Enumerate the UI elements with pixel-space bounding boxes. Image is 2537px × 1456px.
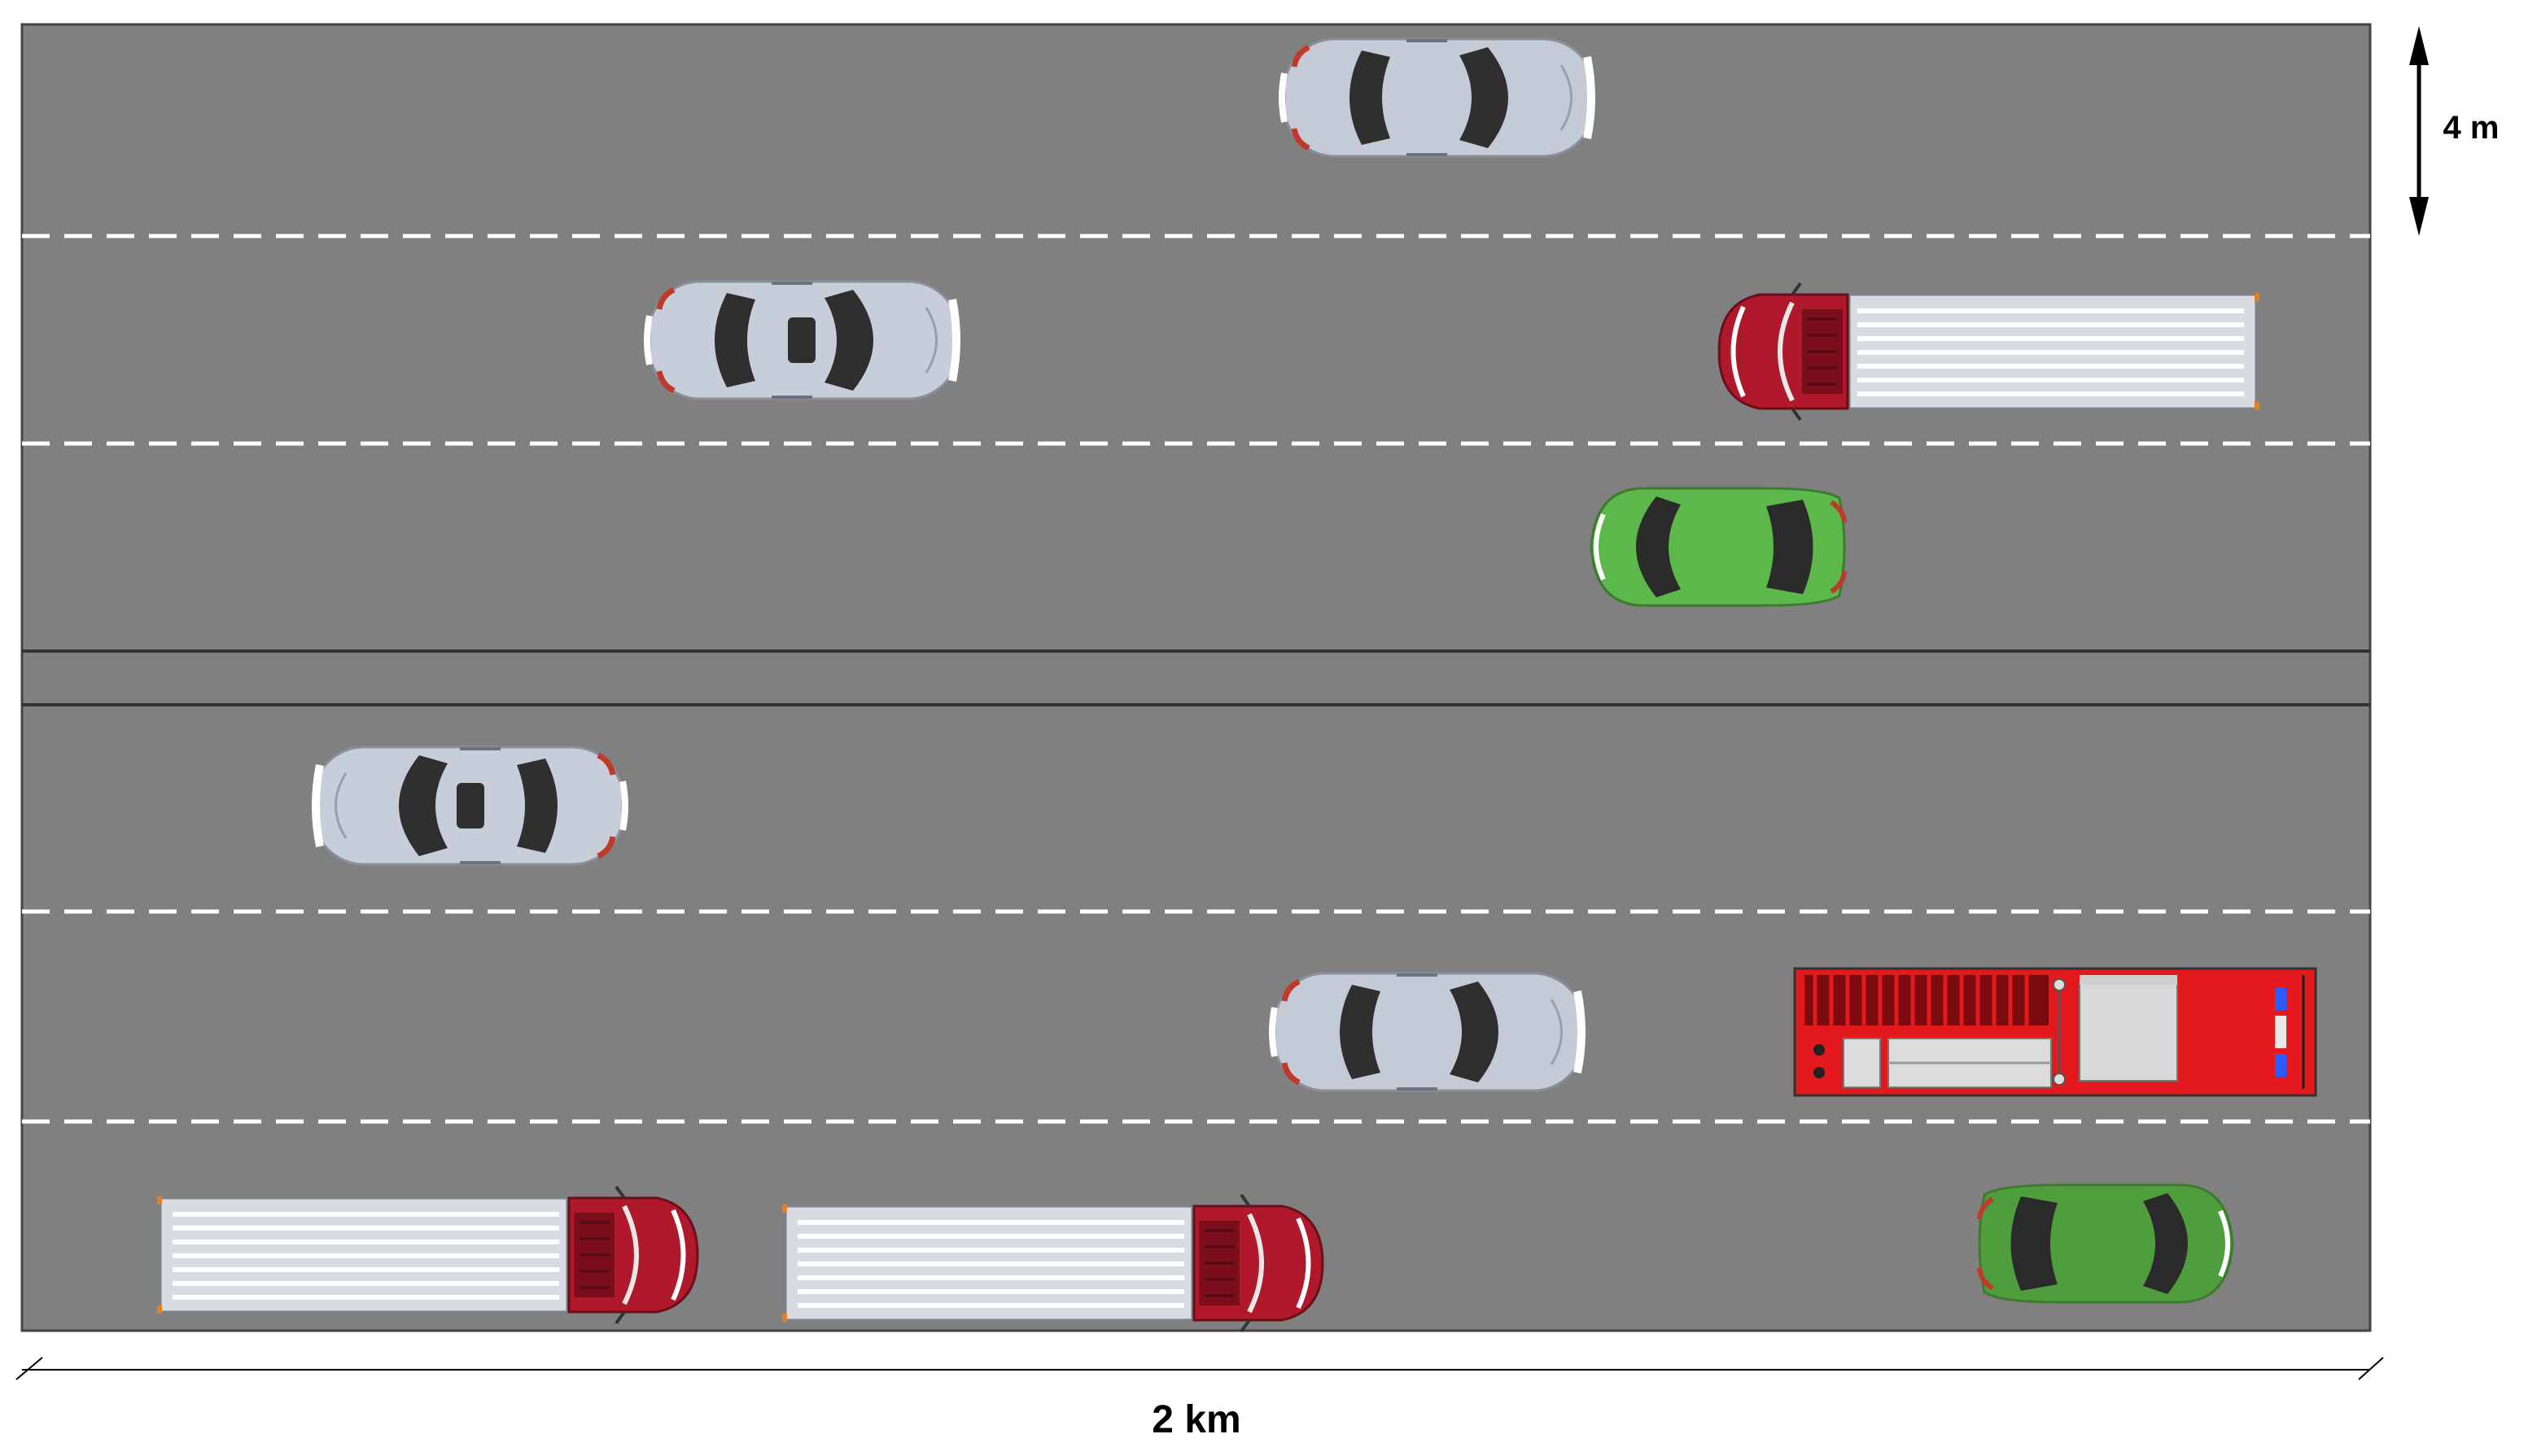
lane-width-dimension: 4 m	[2409, 26, 2499, 236]
green-hatchback	[1591, 488, 1844, 606]
silver-sedan	[1282, 39, 1594, 156]
silver-sedan	[1272, 973, 1584, 1091]
red-box-truck	[1719, 283, 2259, 420]
road-surface	[20, 23, 2372, 1332]
silver-sedan-sunroof	[313, 747, 625, 864]
arrow-up-icon	[2409, 26, 2429, 65]
arrow-down-icon	[2409, 197, 2429, 236]
road-length-dimension: 2 km	[15, 1357, 2384, 1441]
road	[20, 23, 2372, 1332]
road-length-label: 2 km	[1152, 1398, 1240, 1441]
red-box-truck	[782, 1195, 1323, 1331]
fire-truck	[1795, 968, 2316, 1095]
red-box-truck	[157, 1187, 698, 1323]
road-length-tick-right	[2358, 1357, 2384, 1380]
green-hatchback	[1979, 1185, 2233, 1302]
road-length-tick-left	[15, 1357, 43, 1380]
silver-sedan-sunroof	[647, 282, 959, 399]
lane-width-label: 4 m	[2443, 110, 2500, 146]
